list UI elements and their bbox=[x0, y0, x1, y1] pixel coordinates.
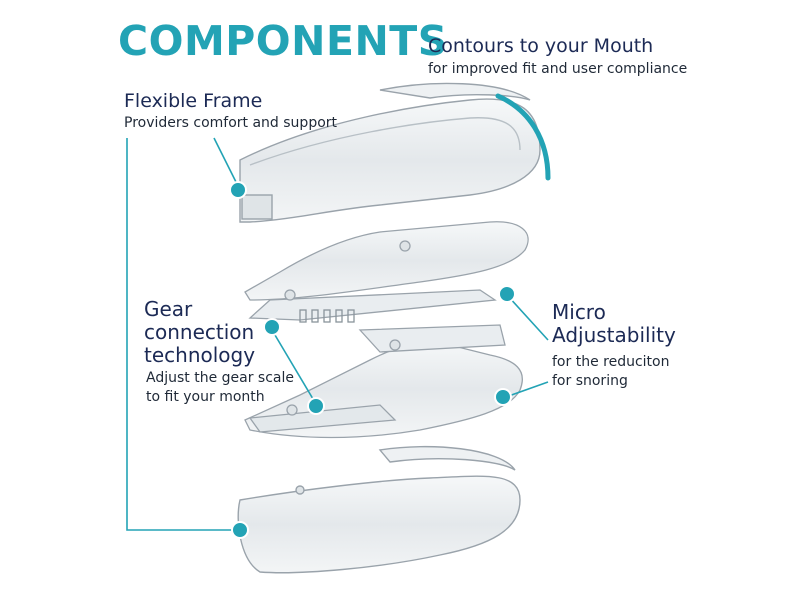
top-frame-piece bbox=[239, 82, 541, 223]
page-title: COMPONENTS bbox=[118, 17, 448, 65]
contours-subtext: for improved fit and user compliance bbox=[428, 61, 688, 77]
micro-heading-line-1: Micro bbox=[552, 300, 606, 324]
gear-heading-line-2: connection bbox=[144, 320, 255, 344]
frame-subtext: Providers comfort and support bbox=[124, 115, 338, 131]
gear-heading-line-1: Gear bbox=[144, 297, 193, 321]
gear-subtext-line-2: to fit your month bbox=[146, 389, 265, 405]
upper-gear-piece bbox=[244, 221, 529, 323]
contour-arrow bbox=[495, 93, 551, 181]
callout-lines bbox=[126, 137, 549, 531]
micro-heading-line-2: Adjustability bbox=[552, 323, 676, 347]
micro-subtext-line-2: for snoring bbox=[552, 373, 628, 389]
bottom-frame-piece bbox=[237, 445, 521, 574]
gear-heading-line-3: technology bbox=[144, 343, 256, 367]
frame-heading: Flexible Frame bbox=[124, 90, 263, 112]
micro-subtext-line-1: for the reduciton bbox=[552, 354, 670, 370]
contours-heading: Contours to your Mouth bbox=[428, 35, 654, 57]
callout-dots bbox=[229, 181, 516, 539]
gear-subtext-line-1: Adjust the gear scale bbox=[146, 370, 294, 386]
